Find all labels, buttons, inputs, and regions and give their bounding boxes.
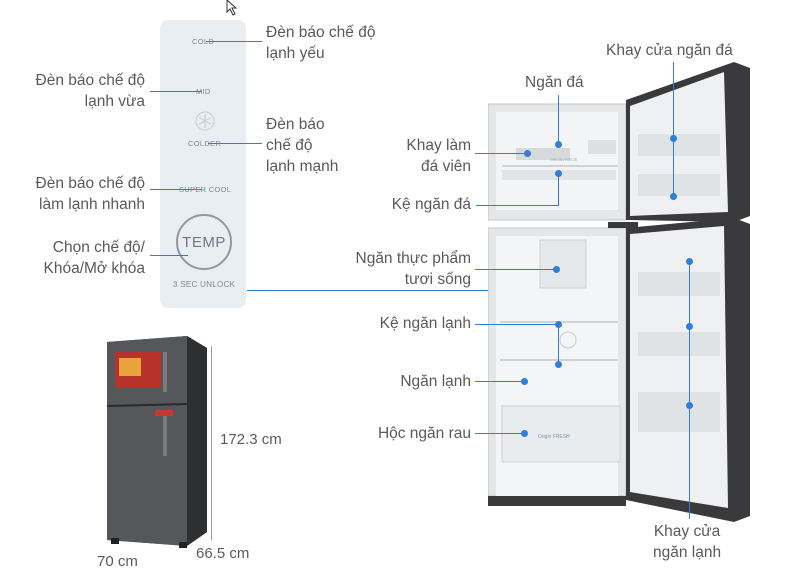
- freezer-brand-text: ORIGIN FREEZE: [550, 158, 578, 162]
- dot-fridge-door-3: [686, 402, 693, 409]
- connector-fridge: [475, 381, 523, 382]
- label-cold-line2: lạnh yếu: [266, 45, 325, 62]
- panel-cold-text: COLD: [192, 37, 215, 46]
- label-temp-line1: Chọn chế độ/: [52, 239, 145, 256]
- connector-freezer: [558, 95, 559, 143]
- dot-fresh: [553, 266, 560, 273]
- temp-button-label: TEMP: [182, 233, 226, 251]
- connector-cold: [206, 41, 262, 42]
- height-dimension-line: [211, 346, 212, 540]
- connector-crisper: [475, 433, 523, 434]
- panel-mid-text: MID: [196, 87, 211, 96]
- crisper-brand-text: Origin FRESH: [538, 434, 570, 440]
- temp-button[interactable]: TEMP: [176, 214, 232, 270]
- connector-mid: [150, 91, 202, 92]
- dot-fridge-door-2: [686, 323, 693, 330]
- dot-freezer-door-bottom: [670, 193, 677, 200]
- dot-fridge-shelf-top: [555, 321, 562, 328]
- label-freezer: Ngăn đá: [525, 74, 584, 91]
- label-temp-line2: Khóa/Mở khóa: [43, 260, 146, 277]
- label-cold-line1: Đèn báo chế độ: [266, 24, 376, 41]
- label-colder: Đèn báo chế độ lạnh mạnh: [266, 114, 338, 177]
- label-mid-line1: Đèn báo chế độ: [35, 72, 145, 89]
- panel-super-cool-text: SUPER COOL: [179, 185, 232, 194]
- depth-dimension: 66.5 cm: [196, 545, 250, 562]
- connector-colder: [208, 143, 262, 144]
- label-mid: Đèn báo chế độ lạnh vừa: [22, 70, 145, 112]
- dot-crisper: [521, 430, 528, 437]
- label-crisper: Hộc ngăn rau: [377, 425, 471, 442]
- dot-fridge: [521, 378, 528, 385]
- label-fresh-line2: tươi sống: [404, 271, 471, 288]
- closed-fridge-image: [106, 336, 207, 548]
- label-mid-line2: lạnh vừa: [84, 93, 145, 110]
- label-temp: Chọn chế độ/ Khóa/Mở khóa: [22, 237, 146, 279]
- dot-fridge-door-1: [686, 258, 693, 265]
- label-fridge-door-line1: Khay cửa: [653, 523, 721, 540]
- label-ice-tray-line2: đá viên: [421, 158, 471, 175]
- dot-freezer: [555, 141, 562, 148]
- connector-fresh: [475, 269, 555, 270]
- label-super-line2: làm lạnh nhanh: [39, 196, 145, 213]
- label-freezer-shelf: Kệ ngăn đá: [391, 196, 471, 213]
- label-colder-line2: chế độ: [266, 137, 313, 154]
- dot-fridge-shelf-bottom: [555, 361, 562, 368]
- connector-freezer-door: [673, 62, 674, 197]
- connector-unlock: [247, 290, 628, 291]
- connector-super-cool: [150, 189, 202, 190]
- snowflake-icon: [195, 111, 215, 131]
- connector-fridge-shelf-v: [558, 324, 559, 364]
- height-dimension: 172.3 cm: [220, 431, 282, 448]
- label-fridge: Ngăn lạnh: [400, 373, 471, 390]
- label-fridge-door-line2: ngăn lạnh: [653, 544, 722, 561]
- dot-ice-tray: [524, 150, 531, 157]
- label-super-line1: Đèn báo chế độ: [35, 175, 145, 192]
- panel-colder-text: COLDER: [188, 139, 222, 148]
- connector-fridge-shelf: [475, 324, 556, 325]
- open-fridge-image: Origin FRESH ORIGIN FREEZE: [488, 62, 750, 522]
- dot-freezer-shelf: [555, 170, 562, 177]
- label-fridge-door: Khay cửa ngăn lạnh: [653, 521, 721, 563]
- label-ice-tray-line1: Khay làm: [406, 137, 471, 154]
- width-dimension: 70 cm: [97, 553, 138, 570]
- label-fresh-line1: Ngăn thực phẩm: [355, 250, 472, 267]
- connector-freezer-shelf: [476, 205, 559, 206]
- connector-ice-tray: [475, 153, 527, 154]
- label-colder-line3: lạnh mạnh: [266, 158, 339, 175]
- label-fresh: Ngăn thực phẩm tươi sống: [330, 248, 472, 290]
- label-cold: Đèn báo chế độ lạnh yếu: [266, 22, 375, 64]
- label-fridge-shelf: Kệ ngăn lạnh: [379, 315, 471, 332]
- label-super-cool: Đèn báo chế độ làm lạnh nhanh: [22, 173, 145, 215]
- label-freezer-door-tray: Khay cửa ngăn đá: [606, 42, 733, 59]
- connector-freezer-shelf-v: [558, 173, 559, 205]
- label-ice-tray: Khay làm đá viên: [380, 135, 471, 177]
- connector-temp: [150, 255, 188, 256]
- panel-unlock-text: 3 SEC UNLOCK: [173, 280, 236, 289]
- label-colder-line1: Đèn báo: [266, 116, 325, 133]
- connector-fridge-door: [689, 261, 690, 519]
- dot-freezer-door-top: [670, 135, 677, 142]
- mouse-cursor-icon: [226, 0, 238, 16]
